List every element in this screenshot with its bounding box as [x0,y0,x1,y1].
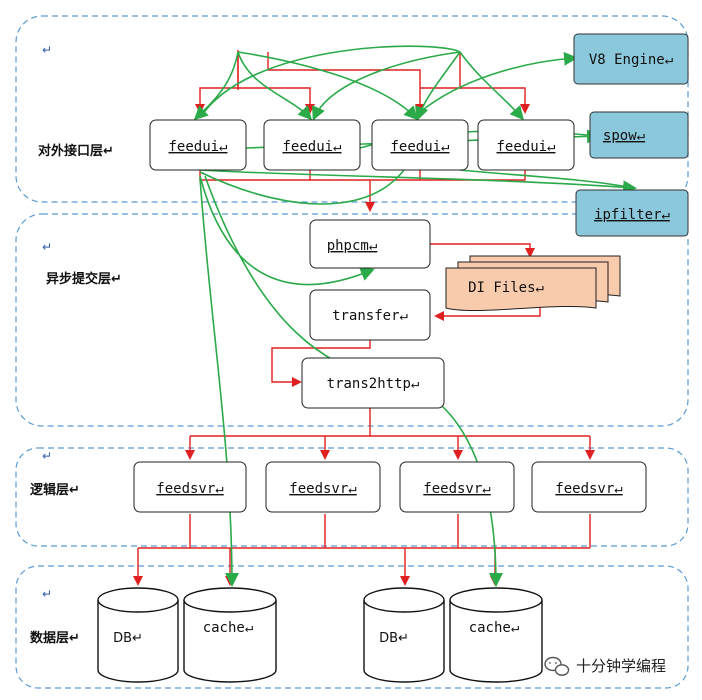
db-cylinder[interactable]: DB↵ [363,587,445,683]
feedsvr-label: feedsvr↵ [555,481,622,497]
ipfilter-label: ipfilter↵ [594,207,670,223]
db-cylinder[interactable]: DB↵ [97,587,179,683]
feedui-label: feedui↵ [282,139,341,155]
v8-engine-label: V8 Engine↵ [589,52,673,68]
feedui-label: feedui↵ [496,139,555,155]
transfer-node[interactable]: transfer↵ [309,289,431,341]
watermark-text: 十分钟学编程 [576,657,666,675]
layer-api [15,15,689,203]
spow-node[interactable]: spow↵ [589,111,689,159]
transfer-label: transfer↵ [332,308,408,324]
feedui-node[interactable]: feedui↵ [149,119,247,171]
feedui-node[interactable]: feedui↵ [263,119,361,171]
di-files-stack[interactable]: DI Files↵ [445,255,621,312]
phpcm-node[interactable]: phpcm↵ [309,219,431,269]
layer-mark: ↵ [42,587,52,601]
cache-label: cache↵ [469,620,520,636]
trans2http-node[interactable]: trans2http↵ [301,357,445,409]
feedsvr-node[interactable]: feedsvr↵ [133,461,247,513]
di-files-label: DI Files↵ [468,280,544,296]
cache-cylinder[interactable]: cache↵ [449,587,543,683]
feedsvr-node[interactable]: feedsvr↵ [265,461,381,513]
ipfilter-node[interactable]: ipfilter↵ [575,189,689,237]
watermark: 十分钟学编程 [544,656,666,676]
feedsvr-label: feedsvr↵ [423,481,490,497]
spow-label: spow↵ [603,128,645,144]
layer-mark: ↵ [42,43,52,57]
db-label: DB↵ [379,631,409,646]
cache-cylinder[interactable]: cache↵ [183,587,277,683]
feedsvr-label: feedsvr↵ [289,481,356,497]
trans2http-label: trans2http↵ [327,376,420,392]
feedui-node[interactable]: feedui↵ [371,119,469,171]
feedsvr-node[interactable]: feedsvr↵ [531,461,647,513]
layer-label-api: 对外接口层↵ [38,143,114,159]
layer-data [15,565,689,689]
feedui-label: feedui↵ [168,139,227,155]
wechat-icon [544,656,570,676]
layer-mark: ↵ [42,240,52,254]
layer-logic [15,447,689,547]
layer-mark: ↵ [42,449,52,463]
v8-engine-node[interactable]: V8 Engine↵ [573,33,689,85]
layer-async [15,213,689,427]
phpcm-label: phpcm↵ [327,238,378,254]
feedsvr-node[interactable]: feedsvr↵ [399,461,515,513]
feedui-label: feedui↵ [390,139,449,155]
db-label: DB↵ [113,631,143,646]
layer-label-async: 异步提交层↵ [46,271,122,287]
layer-label-logic: 逻辑层↵ [30,482,80,498]
cache-label: cache↵ [203,620,254,636]
feedsvr-label: feedsvr↵ [156,481,223,497]
layer-label-data: 数据层↵ [30,630,80,646]
feedui-node[interactable]: feedui↵ [477,119,575,171]
